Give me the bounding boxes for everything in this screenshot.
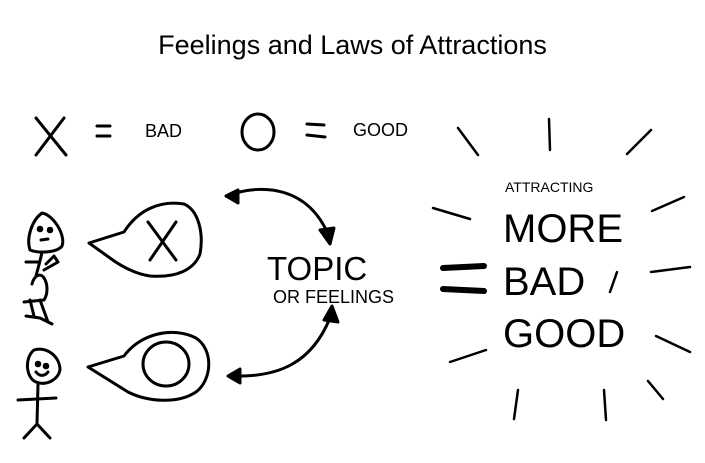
attracting-label: ATTRACTING bbox=[505, 179, 594, 195]
legend-x-icon bbox=[34, 116, 68, 157]
topic-label: TOPIC bbox=[267, 250, 368, 287]
top-curved-arrow bbox=[224, 187, 336, 246]
result-good-label: GOOD bbox=[503, 312, 626, 356]
diagram-title: Feelings and Laws of Attractions bbox=[158, 30, 547, 60]
happy-head bbox=[26, 347, 62, 385]
bold-equals-sign bbox=[440, 263, 487, 294]
result-bad-label: BAD bbox=[503, 260, 586, 304]
more-label: MORE bbox=[503, 207, 623, 251]
bottom-curved-arrow bbox=[226, 304, 340, 385]
sad-head bbox=[27, 211, 65, 254]
sad-stick-figure bbox=[22, 211, 65, 326]
burst-rays bbox=[431, 117, 692, 422]
legend-bad-equals-sign bbox=[95, 124, 112, 138]
legend-o-icon bbox=[240, 112, 276, 152]
legend-good-equals-sign bbox=[305, 122, 327, 139]
feelings-label: OR FEELINGS bbox=[273, 287, 395, 307]
good-thought-bubble bbox=[86, 330, 211, 402]
legend-bad-label: BAD bbox=[145, 121, 183, 141]
legend-good-label: GOOD bbox=[353, 120, 409, 140]
bad-thought-bubble bbox=[87, 201, 203, 278]
happy-stick-figure bbox=[16, 347, 62, 440]
